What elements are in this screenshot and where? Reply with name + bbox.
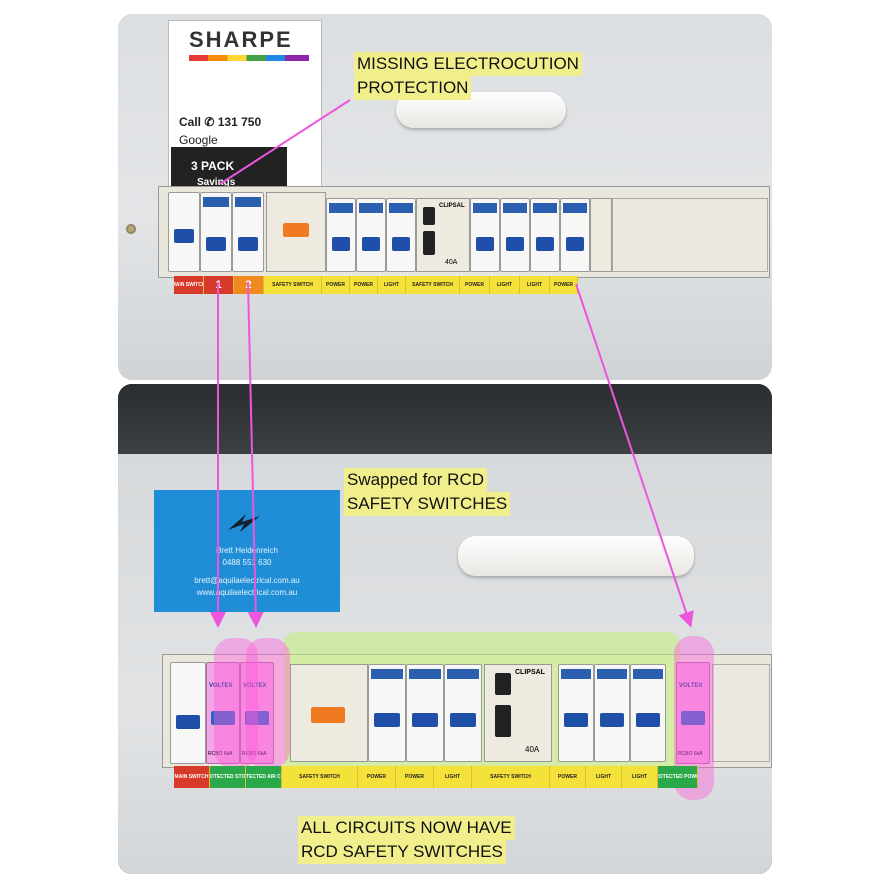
after-photo: Swapped for RCD SAFETY SWITCHES Brett He… [118,384,772,874]
breaker [444,664,482,762]
rcd-brand: CLIPSAL [439,203,465,209]
safety-switch: CLIPSAL 40A [416,198,470,272]
breaker [630,664,666,762]
callout-swapped-line2: SAFETY SWITCHES [344,492,511,516]
promo-small: Savings [197,177,236,188]
label-safety-switch: SAFETY SWITCH [472,766,550,788]
breaker [232,192,264,272]
breaker [560,198,590,272]
sticker-call-label: Call [179,115,202,129]
rcd-brand: CLIPSAL [515,669,545,676]
label-power: POWER [550,276,578,294]
label-safety-switch: SAFETY SWITCH [282,766,358,788]
breaker [558,664,594,762]
label-power: POWER [358,766,396,788]
main-switch [170,662,206,764]
circuit-labels-after: MAIN SWITCH PROTECTED STOVE PROTECTED AI… [174,766,714,788]
safety-switch [266,192,326,272]
sticker-color-stripe [189,55,309,61]
label-safety-switch: SAFETY SWITCH [264,276,322,294]
label-power: POWER [350,276,378,294]
card-email: brett@aquilaelectrical.com.au [194,576,300,585]
label-protected-air-cond: PROTECTED AIR COND [246,766,282,788]
breaker [386,198,416,272]
rcbo-stove: VOLTEX RCBO 6kA [206,662,240,764]
breaker [368,664,406,762]
label-power: POWER [322,276,350,294]
breaker [594,664,630,762]
rcd-rating: 40A [445,259,458,266]
rcbo-brand: VOLTEX [679,683,703,689]
sticker-phone: 131 750 [217,115,262,129]
rcd-rating: 40A [525,745,540,754]
rcbo-power: VOLTEX RCBO 6kA [676,662,710,764]
callout-missing-line1: MISSING ELECTROCUTION [354,52,582,76]
circuit-labels-before: MAIN SWITCH 1 2 SAFETY SWITCH POWER POWE… [174,276,588,294]
promo-big: 3 PACK [191,159,235,173]
label-light: LIGHT [378,276,406,294]
label-light: LIGHT [622,766,658,788]
label-protected-stove: PROTECTED STOVE [210,766,246,788]
rcbo-air-cond: VOLTEX RCBO 6kA [240,662,274,764]
breaker [500,198,530,272]
callout-missing-line2: PROTECTION [354,76,472,100]
breaker [356,198,386,272]
safety-switch: CLIPSAL 40A [484,664,552,762]
breaker [200,192,232,272]
label-light: LIGHT [520,276,550,294]
rcbo-rating: RCBO 6kA [208,751,233,757]
label-power: POWER [460,276,490,294]
label-safety-switch: SAFETY SWITCH [406,276,460,294]
sharpe-sticker: SHARPE Call ✆ 131 750 Google 3 PACK Savi… [168,20,322,195]
pink-highlight [246,638,290,768]
label-light: LIGHT [586,766,622,788]
label-circuit: 2 [234,276,264,294]
label-main-switch: MAIN SWITCH [174,276,204,294]
dark-lid [118,384,772,462]
lightning-logo-icon [228,514,260,532]
meter-block [590,198,612,272]
label-power: POWER [396,766,434,788]
blank-covers [612,198,768,272]
sticker-google: Google [179,133,218,147]
before-photo: SHARPE Call ✆ 131 750 Google 3 PACK Savi… [118,14,772,380]
label-light: LIGHT [434,766,472,788]
pink-highlight [214,638,258,768]
sticker-brand: SHARPE [189,27,293,52]
breaker [406,664,444,762]
callout-swapped-line1: Swapped for RCD [344,468,488,492]
label-main-switch: MAIN SWITCH [174,766,210,788]
main-switch [168,192,200,272]
screw [126,224,136,234]
cover-handle [458,536,694,576]
label-circuit: 1 [204,276,234,294]
label-light: LIGHT [490,276,520,294]
safety-switch [290,664,368,762]
rcbo-rating: RCBO 6kA [678,751,703,757]
rcbo-brand: VOLTEX [209,683,233,689]
breaker [470,198,500,272]
label-protected-power: PROTECTED POWER [658,766,698,788]
label-power: POWER [550,766,586,788]
callout-all-line2: RCD SAFETY SWITCHES [298,840,506,864]
breaker [326,198,356,272]
rcbo-rating: RCBO 6kA [242,751,267,757]
callout-all-line1: ALL CIRCUITS NOW HAVE [298,816,515,840]
electrician-card: Brett Heidenreich 0488 551 630 brett@aqu… [154,490,340,612]
rcbo-brand: VOLTEX [243,683,267,689]
card-name: Brett Heidenreich [216,546,278,555]
sticker-call: Call ✆ 131 750 [179,115,262,129]
breaker [530,198,560,272]
card-web: www.aquilaelectrical.com.au [196,588,298,597]
meter-block [712,664,770,762]
card-phone: 0488 551 630 [222,558,272,567]
